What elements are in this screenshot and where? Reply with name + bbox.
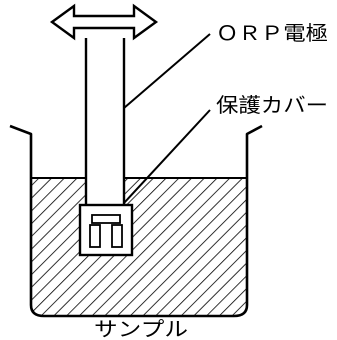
electrode-leader-line bbox=[123, 33, 211, 109]
move-arrow-icon bbox=[49, 3, 159, 41]
sample-liquid bbox=[31, 178, 247, 316]
electrode-label: ＯＲＰ電極 bbox=[216, 21, 328, 45]
sample-label: サンプル bbox=[94, 317, 188, 340]
beaker bbox=[9, 124, 263, 318]
cover-label: 保護カバー bbox=[216, 93, 328, 117]
cover-leader-line bbox=[123, 109, 211, 204]
protective-cover bbox=[78, 203, 134, 257]
